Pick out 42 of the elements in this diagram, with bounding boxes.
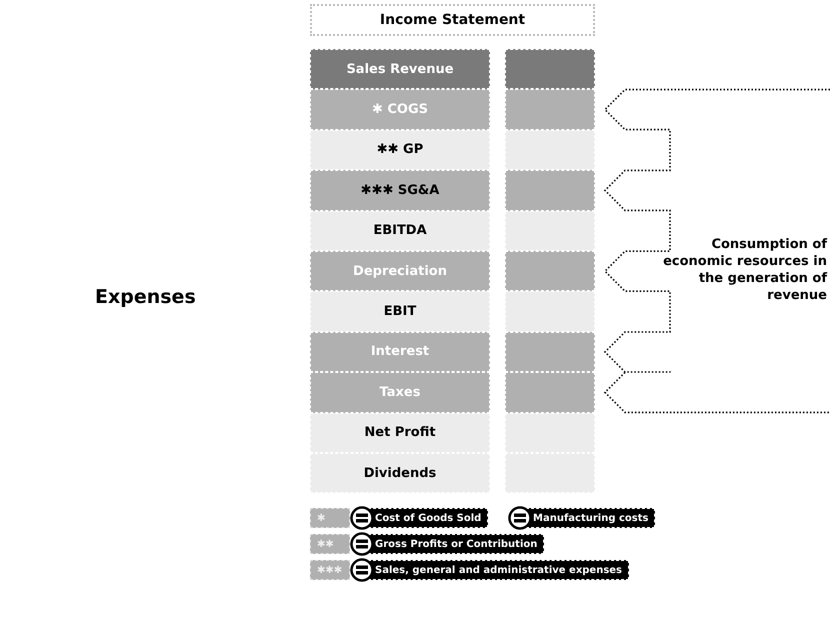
- item-label: EBIT: [384, 304, 416, 320]
- header-box: [310, 4, 595, 36]
- definition-text: Gross Profits or Contribution: [368, 534, 544, 554]
- item-label: Depreciation: [353, 264, 447, 279]
- value-box: [505, 412, 595, 453]
- footnote-mark: ✱✱✱: [310, 560, 350, 580]
- value-box: [505, 89, 595, 130]
- definition-text: Cost of Goods Sold: [368, 508, 488, 528]
- item-label: ✱ COGS: [372, 102, 428, 118]
- value-box: [505, 170, 595, 211]
- item-label: Dividends: [364, 466, 436, 481]
- bracket-note: Consumption of economic resources in the generation of revenue: [662, 236, 827, 304]
- value-box: [505, 49, 595, 90]
- value-box: [505, 332, 595, 372]
- line-item-box: [310, 412, 490, 453]
- line-item-box: [310, 332, 490, 372]
- line-item-box: [310, 372, 490, 413]
- item-label: ✱✱ GP: [376, 142, 424, 158]
- definition-text: Manufacturing costs: [526, 508, 656, 528]
- line-item-box: [310, 251, 490, 292]
- item-label: Net Profit: [364, 425, 436, 440]
- footnote-mark: ✱✱: [310, 534, 350, 554]
- value-box: [505, 291, 595, 332]
- side-label: Expenses: [95, 286, 196, 308]
- footnote-mark: ✱: [310, 508, 350, 528]
- definition-text: Sales, general and administrative expenses: [368, 560, 630, 580]
- item-label: Interest: [370, 344, 430, 360]
- line-item-box: [310, 291, 490, 332]
- item-label: ✱✱✱ SG&A: [360, 182, 440, 198]
- line-item-box: [310, 170, 490, 211]
- item-label: Income Statement: [380, 12, 526, 28]
- item-label: Sales Revenue: [346, 62, 454, 77]
- value-box: [505, 372, 595, 413]
- line-item-box: [310, 210, 490, 251]
- value-box: [505, 251, 595, 292]
- line-item-box: [310, 89, 490, 130]
- item-label: EBITDA: [373, 223, 427, 238]
- line-item-box: [310, 49, 490, 90]
- value-box: [505, 130, 595, 170]
- value-box: [505, 210, 595, 251]
- line-item-box: [310, 130, 490, 170]
- item-label: Taxes: [380, 384, 420, 400]
